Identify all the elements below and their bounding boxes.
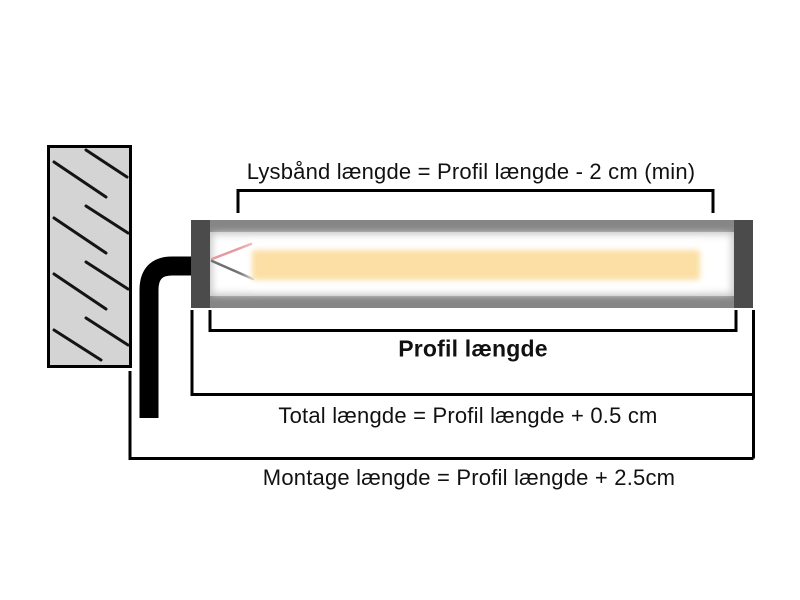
bracket-total-length bbox=[190, 310, 754, 396]
lysband-length-label: Lysbånd længde = Profil længde - 2 cm (m… bbox=[246, 159, 696, 184]
bracket-montage-length bbox=[128, 371, 754, 460]
led-profile bbox=[191, 220, 753, 308]
wire-red bbox=[210, 242, 253, 261]
bracket-profil-length bbox=[208, 310, 738, 332]
profile-end-cap-right bbox=[734, 220, 753, 308]
wall-rect bbox=[47, 145, 132, 368]
total-length-label: Total længde = Profil længde + 0.5 cm bbox=[278, 403, 658, 428]
wall-hatch bbox=[52, 148, 130, 362]
profil-length-label: Profil længde bbox=[398, 335, 548, 362]
wall bbox=[47, 145, 132, 368]
montage-length-label: Montage længde = Profil længde + 2.5cm bbox=[262, 465, 676, 490]
profile-end-cap-left bbox=[191, 220, 210, 308]
wire-black bbox=[210, 259, 255, 281]
power-cable bbox=[139, 256, 196, 418]
led-strip bbox=[252, 250, 700, 280]
bracket-lysband-length bbox=[236, 189, 715, 213]
